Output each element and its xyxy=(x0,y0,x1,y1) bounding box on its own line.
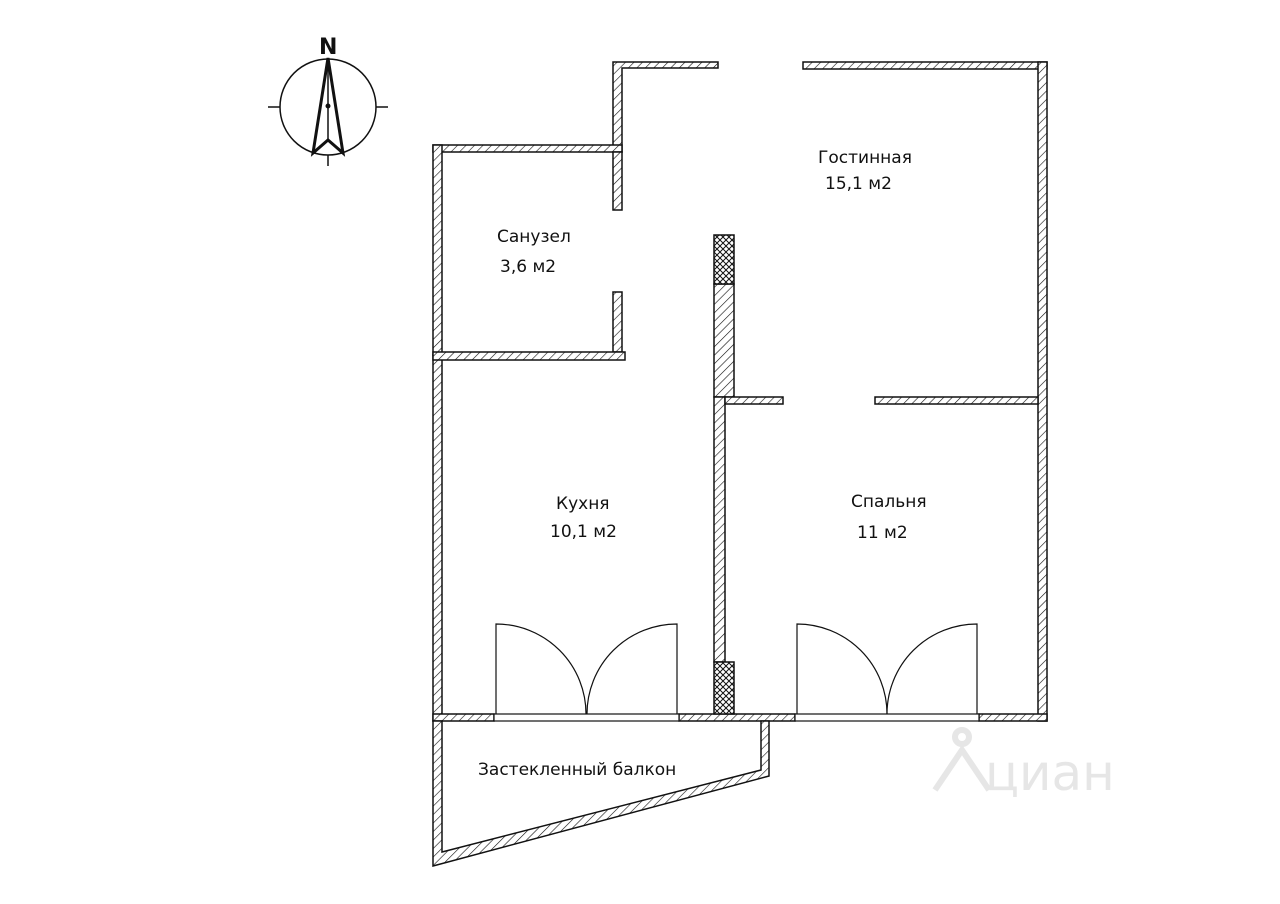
wall-left-lower xyxy=(432,354,443,722)
watermark-text: циан xyxy=(985,744,1115,802)
cian-logo-icon xyxy=(932,727,992,792)
bedroom-area: 11 м2 xyxy=(857,523,908,543)
wall-central-partition-lower xyxy=(713,396,726,663)
wall-bathroom-right-upper xyxy=(612,151,623,211)
bedroom-name: Спальня xyxy=(851,492,927,512)
door-swing-kitchen-left xyxy=(495,623,587,715)
window-bedroom xyxy=(794,713,980,722)
compass-north-letter: N xyxy=(319,35,337,60)
living-room-name: Гостинная xyxy=(818,148,912,168)
wall-bedroom-top-right xyxy=(874,396,1039,405)
wall-bottom-middle xyxy=(678,713,796,722)
wall-right-exterior xyxy=(1037,61,1048,722)
door-swing-kitchen-right xyxy=(586,623,678,715)
bathroom-area: 3,6 м2 xyxy=(500,257,556,277)
wall-bedroom-top-left xyxy=(724,396,784,405)
window-kitchen xyxy=(493,713,680,722)
vent-shaft-upper xyxy=(713,234,735,285)
wall-bathroom-right-lower xyxy=(612,291,623,353)
bathroom-name: Санузел xyxy=(497,227,571,247)
walls xyxy=(432,61,1048,867)
door-swing-bedroom-left xyxy=(796,623,888,715)
balcony-name: Застекленный балкон xyxy=(478,760,676,780)
door-swing-bedroom-right xyxy=(886,623,978,715)
kitchen-area: 10,1 м2 xyxy=(550,522,617,542)
living-room-area: 15,1 м2 xyxy=(825,174,892,194)
vent-shaft-lower xyxy=(713,661,735,715)
wall-bottom-right xyxy=(978,713,1048,722)
compass: N xyxy=(268,35,388,166)
balcony-doors xyxy=(493,623,980,722)
wall-entrance-top xyxy=(612,61,719,153)
wall-central-partition xyxy=(713,283,735,398)
wall-bathroom-bottom xyxy=(432,351,626,361)
wall-balcony xyxy=(432,720,770,867)
wall-left-upper xyxy=(432,144,443,356)
kitchen-name: Кухня xyxy=(556,494,610,514)
watermark: циан xyxy=(932,727,1115,802)
room-labels: Гостинная 15,1 м2 Санузел 3,6 м2 Кухня 1… xyxy=(478,148,927,780)
wall-living-top xyxy=(802,61,1048,70)
wall-bathroom-top xyxy=(432,144,623,153)
wall-bottom-left xyxy=(432,713,495,722)
north-arrow-icon xyxy=(268,57,388,166)
